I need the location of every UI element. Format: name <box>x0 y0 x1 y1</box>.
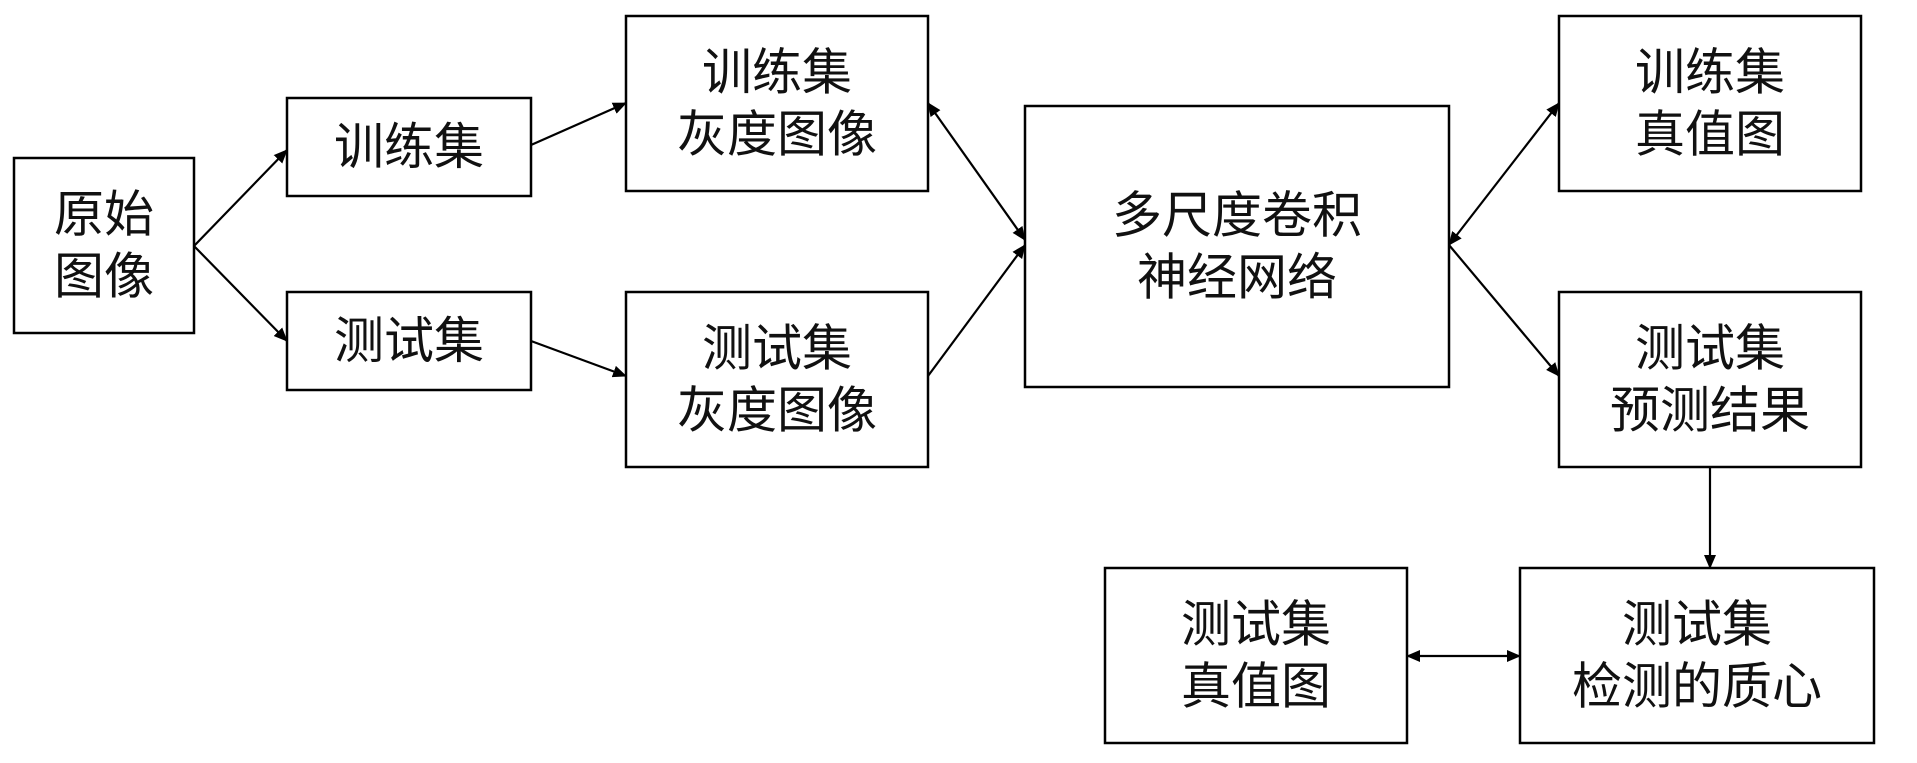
node-label-train-truth-1: 真值图 <box>1635 106 1785 164</box>
node-label-test-truth-0: 测试集 <box>1181 596 1331 654</box>
edges-layer <box>193 101 1716 662</box>
node-label-train-truth-0: 训练集 <box>1635 44 1785 102</box>
node-label-mscnn-0: 多尺度卷积 <box>1112 187 1362 245</box>
node-box-train-truth <box>1557 14 1863 193</box>
node-label-train-gray-1: 灰度图像 <box>677 106 877 164</box>
arrow-test-set-to-test-gray <box>530 339 627 378</box>
node-label-test-set-0: 测试集 <box>334 312 484 370</box>
node-label-test-truth-1: 真值图 <box>1181 658 1331 716</box>
node-test-set: 测试集 <box>285 290 533 392</box>
node-label-test-gray-1: 灰度图像 <box>677 382 877 440</box>
nodes-layer: 原始图像训练集测试集训练集灰度图像测试集灰度图像多尺度卷积神经网络训练集真值图测… <box>12 14 1876 745</box>
node-label-test-centroid-0: 测试集 <box>1622 596 1772 654</box>
arrow-mscnn-to-train-truth <box>1448 102 1560 246</box>
arrow-original-image-to-test-set <box>193 245 288 342</box>
node-box-test-pred <box>1557 290 1863 469</box>
node-box-train-set <box>285 96 533 198</box>
arrow-mscnn-to-test-pred <box>1448 244 1560 377</box>
arrow-train-set-to-train-gray <box>530 101 627 147</box>
node-label-test-centroid-1: 检测的质心 <box>1572 658 1822 716</box>
node-box-test-set <box>285 290 533 392</box>
node-label-mscnn-1: 神经网络 <box>1137 249 1337 307</box>
node-box-mscnn <box>1023 104 1451 389</box>
node-box-train-gray <box>624 14 930 193</box>
node-label-train-set-0: 训练集 <box>334 118 484 176</box>
node-box-original-image <box>12 156 196 335</box>
node-label-original-image-1: 图像 <box>54 248 154 306</box>
arrow-train-gray-to-mscnn <box>927 102 1026 241</box>
node-train-set: 训练集 <box>285 96 533 198</box>
node-label-test-gray-0: 测试集 <box>702 320 852 378</box>
node-label-original-image-0: 原始 <box>54 186 154 244</box>
node-box-test-gray <box>624 290 930 469</box>
arrow-test-gray-to-mscnn <box>927 244 1026 377</box>
node-box-test-truth <box>1103 566 1409 745</box>
node-box-test-centroid <box>1518 566 1876 745</box>
arrow-original-image-to-train-set <box>193 149 288 247</box>
node-label-test-pred-0: 测试集 <box>1635 320 1785 378</box>
node-label-test-pred-1: 预测结果 <box>1610 382 1810 440</box>
node-label-train-gray-0: 训练集 <box>702 44 852 102</box>
